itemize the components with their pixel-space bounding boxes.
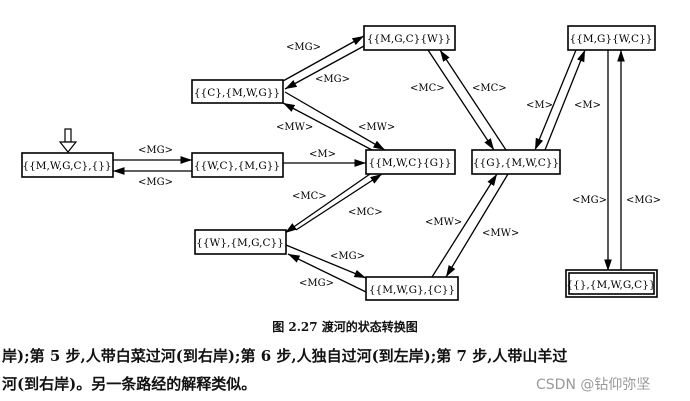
state-transition-diagram: <MG> <MG> <M> <MG> <MG> <MW> <MW> <MC> <… [21, 25, 661, 301]
body-text-line-1: 岸);第 5 步,人带白菜过河(到右岸);第 6 步,人独自过河(到左岸);第 … [2, 347, 568, 365]
state-node-s6: {{M,W,G},{C}} [365, 276, 459, 301]
state-node-s7: {{G},{M,W,C}} [471, 149, 561, 175]
edge-s8-s7 [534, 49, 577, 151]
edge-label: <MW> [482, 228, 519, 239]
state-node-s0: {{M,W,G,C},{}} [21, 152, 114, 178]
edge-label: <MG> [138, 177, 173, 188]
edge-label: <MW> [425, 217, 462, 228]
edge-label: <MC> [410, 83, 445, 94]
edge-label: <MC> [348, 207, 383, 218]
edge-label: <MC> [472, 83, 507, 94]
edge-s3-s2 [284, 45, 365, 90]
edge-s6-s7 [431, 173, 498, 278]
state-node-s5: {{W},{M,G,C}} [194, 229, 287, 255]
svg-text:{{M,W,C}{G}}: {{M,W,C}{G}} [369, 157, 452, 169]
edge-label: <MG> [315, 74, 350, 85]
watermark: CSDN @钻仰弥坚 [536, 377, 651, 393]
state-node-s3: {{M,G,C}{W}} [363, 25, 456, 51]
svg-text:{{W,C},{M,G}}: {{W,C},{M,G}} [194, 160, 280, 172]
edge-s7-s3 [439, 49, 507, 151]
svg-text:{{M,G,C}{W}}: {{M,G,C}{W}} [367, 33, 451, 45]
state-node-s1: {{W,C},{M,G}} [191, 152, 284, 178]
svg-text:{{C},{M,W,G}}: {{C},{M,W,G}} [194, 87, 280, 99]
edge-s6-s5 [287, 253, 367, 293]
edges [113, 35, 625, 293]
edge-s7-s8 [544, 49, 586, 151]
svg-text:{{M,W,G,C},{}}: {{M,W,G,C},{}} [22, 160, 111, 172]
edge-label: <MW> [358, 122, 395, 133]
state-node-s8: {{M,G}{W,C}} [567, 25, 656, 51]
start-arrow-icon [58, 128, 78, 153]
edge-labels: <MG> <MG> <M> <MG> <MG> <MW> <MW> <MC> <… [138, 42, 661, 289]
edge-label: <MW> [276, 122, 313, 133]
edge-s5-s6 [285, 244, 367, 279]
edge-label: <MG> [572, 195, 607, 206]
svg-text:{{},{M,W,G,C}}: {{},{M,W,G,C}} [566, 279, 655, 291]
edge-s2-s4 [284, 91, 386, 151]
edge-s2-s3 [282, 35, 365, 82]
edge-label: <MG> [626, 195, 661, 206]
state-node-s9-final: {{},{M,W,G,C}} [565, 269, 658, 298]
edge-s3-s7 [427, 49, 495, 151]
state-node-s4: {{M,W,C}{G}} [365, 149, 456, 175]
svg-text:{{M,G}{W,C}}: {{M,G}{W,C}} [570, 33, 653, 45]
body-text-line-2: 河(到右岸)。另一条路经的解释类似。 [2, 375, 257, 393]
edge-label: <MG> [286, 42, 321, 53]
figure-caption: 图 2.27 渡河的状态转换图 [272, 320, 418, 334]
edge-s4-s5 [284, 173, 371, 234]
edge-label: <M> [309, 149, 336, 160]
edge-s7-s6 [445, 173, 509, 278]
edge-label: <MG> [299, 278, 334, 289]
state-node-s2: {{C},{M,W,G}} [191, 79, 284, 104]
edge-label: <MG> [138, 145, 173, 156]
edge-label: <M> [574, 100, 601, 111]
edge-label: <MG> [330, 251, 365, 262]
svg-text:{{G},{M,W,C}}: {{G},{M,W,C}} [473, 157, 559, 169]
edge-label: <M> [526, 100, 553, 111]
svg-text:{{M,W,G},{C}}: {{M,W,G},{C}} [369, 284, 455, 296]
edge-label: <MC> [292, 191, 327, 202]
edge-s5-s4 [295, 173, 383, 231]
svg-text:{{W},{M,G,C}}: {{W},{M,G,C}} [196, 237, 284, 249]
edge-s4-s2 [282, 102, 373, 151]
